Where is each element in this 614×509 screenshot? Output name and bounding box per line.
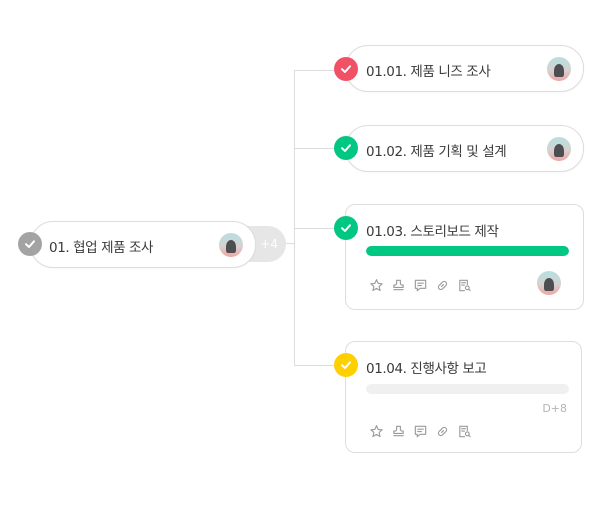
assignee-avatar[interactable] <box>547 57 571 81</box>
tree-connector-branch-4 <box>294 365 334 366</box>
task-node-01-02[interactable]: 01.02. 제품 기획 및 설계 <box>345 125 584 172</box>
check-circle-icon[interactable] <box>334 136 358 160</box>
due-date-label: D+8 <box>542 402 567 415</box>
task-toolbar <box>368 277 472 293</box>
task-label: 01.01. 제품 니즈 조사 <box>366 64 491 80</box>
stamp-icon[interactable] <box>390 423 406 439</box>
tree-connector-branch-3 <box>294 228 334 229</box>
assignee-avatar[interactable] <box>537 271 561 295</box>
root-task-label: 01. 협업 제품 조사 <box>49 240 154 256</box>
link-icon[interactable] <box>434 423 450 439</box>
check-circle-icon[interactable] <box>334 57 358 81</box>
progress-bar <box>366 246 569 256</box>
task-node-01-01[interactable]: 01.01. 제품 니즈 조사 <box>345 45 584 92</box>
comment-icon[interactable] <box>412 277 428 293</box>
tree-connector-vertical <box>294 70 295 365</box>
task-toolbar <box>368 423 472 439</box>
more-children-count: +4 <box>260 237 278 251</box>
link-icon[interactable] <box>434 277 450 293</box>
task-card-01-04[interactable]: 01.04. 진행사항 보고 D+8 <box>345 341 582 453</box>
tree-connector-horizontal-root <box>285 243 295 244</box>
progress-bar-fill <box>366 246 569 256</box>
document-search-icon[interactable] <box>456 423 472 439</box>
root-task-node[interactable]: 01. 협업 제품 조사 <box>30 221 256 268</box>
check-circle-icon[interactable] <box>18 232 42 256</box>
star-icon[interactable] <box>368 423 384 439</box>
task-label: 01.02. 제품 기획 및 설계 <box>366 144 507 160</box>
star-icon[interactable] <box>368 277 384 293</box>
tree-connector-branch-1 <box>294 70 334 71</box>
document-search-icon[interactable] <box>456 277 472 293</box>
progress-bar <box>366 384 569 394</box>
check-circle-icon[interactable] <box>334 216 358 240</box>
assignee-avatar[interactable] <box>547 137 571 161</box>
task-label: 01.04. 진행사항 보고 <box>366 361 487 377</box>
assignee-avatar[interactable] <box>219 233 243 257</box>
tree-connector-branch-2 <box>294 148 334 149</box>
task-label: 01.03. 스토리보드 제작 <box>366 224 499 240</box>
comment-icon[interactable] <box>412 423 428 439</box>
check-circle-icon[interactable] <box>334 353 358 377</box>
stamp-icon[interactable] <box>390 277 406 293</box>
task-card-01-03[interactable]: 01.03. 스토리보드 제작 <box>345 204 584 310</box>
